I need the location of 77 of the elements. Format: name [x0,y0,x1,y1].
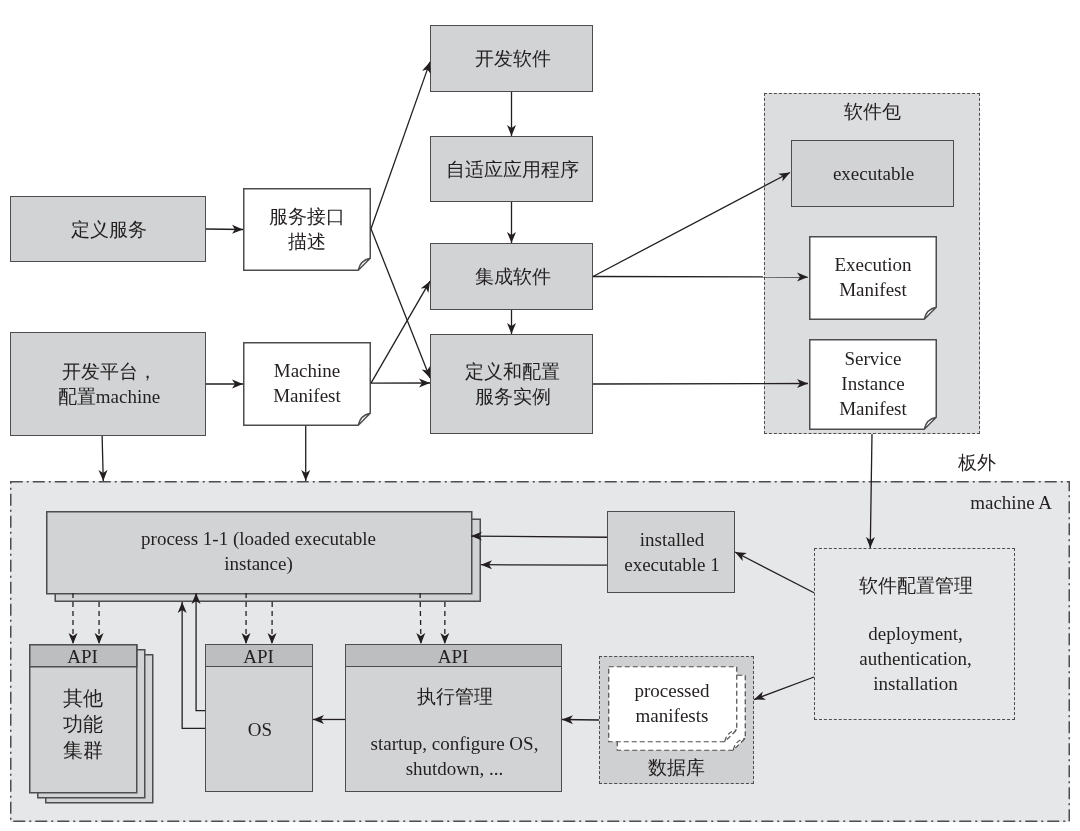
arrow [98,435,108,482]
label-text: 执行管理 [416,685,493,710]
label-text: 集成软件 [474,265,551,290]
label-text: 自适应应用程序 [446,157,579,182]
label-text: startup, configure OS, shutdown, ... [369,732,540,782]
arrow [370,228,431,379]
arrow [734,551,815,594]
dashed-arrow [94,601,104,645]
label-text: Service Instance Manifest [838,347,908,421]
label-text: 其他功能集群 [61,686,104,763]
arrow [370,378,431,388]
label-text: OS [247,718,273,743]
process-box [430,334,593,434]
arrow [205,379,244,389]
arrow [592,379,809,389]
label-text: API [66,644,99,668]
label-text: 服务接口描述 [268,204,346,254]
package-container [764,93,980,434]
label-text: processed manifests [633,678,711,728]
arrow [507,201,516,244]
arrow [507,91,516,137]
process-box [10,332,206,436]
region-label: 板外 [958,451,996,475]
module-box [205,644,313,792]
document-box [243,188,371,271]
label-text: 定义和配置服务实例 [464,360,561,409]
arrow [480,560,608,570]
label-text: installed executable 1 [623,528,721,577]
label-text: 开发软件 [474,47,551,72]
module-box [345,644,562,792]
dashed-arrow [68,592,78,645]
arrow [753,676,815,701]
label-text: 开发平台，配置machine [56,360,162,409]
stacked-process-box [46,511,481,602]
document-box [809,236,937,320]
arrow [561,715,600,725]
label-text: process 1-1 (loaded executable instance) [140,527,377,576]
process-box [10,196,206,262]
dashed-arrow [267,601,277,645]
arrow [507,309,516,335]
process-box [430,25,593,92]
process-box [607,511,735,593]
arrow [205,224,244,234]
management-box [814,548,1015,720]
arrow [312,715,346,724]
label-text: 定义服务 [71,217,147,242]
stacked-module-box [29,644,153,802]
container-title: 软件包 [842,100,902,124]
arrow [470,531,608,541]
database-container [599,656,754,784]
arrow [592,272,809,282]
label-text: Machine Manifest [272,359,342,408]
arrow [177,601,206,729]
machine-frame [10,481,1070,822]
label-text: Execution Manifest [833,253,913,302]
dashed-arrow [416,592,426,645]
label-text: deployment, authentication, installation [858,622,973,696]
arrow [592,171,791,278]
arrow [370,61,431,230]
dashed-arrow [241,592,251,645]
process-box [791,140,954,207]
arrow [865,433,875,549]
stacked-document [608,666,746,751]
container-title: machine A [970,491,1052,515]
arrow [370,280,431,384]
api-header: API [204,643,313,667]
arrow [191,592,206,712]
arrow [301,425,311,482]
label-text: executable [832,162,915,187]
process-box [430,243,593,310]
document-box [243,342,371,426]
container-title: 数据库 [647,756,706,781]
label-text: 软件配置管理 [858,573,973,598]
dashed-arrow [440,601,450,645]
process-box [430,136,593,202]
document-box [809,339,937,430]
api-header: API [344,643,562,667]
